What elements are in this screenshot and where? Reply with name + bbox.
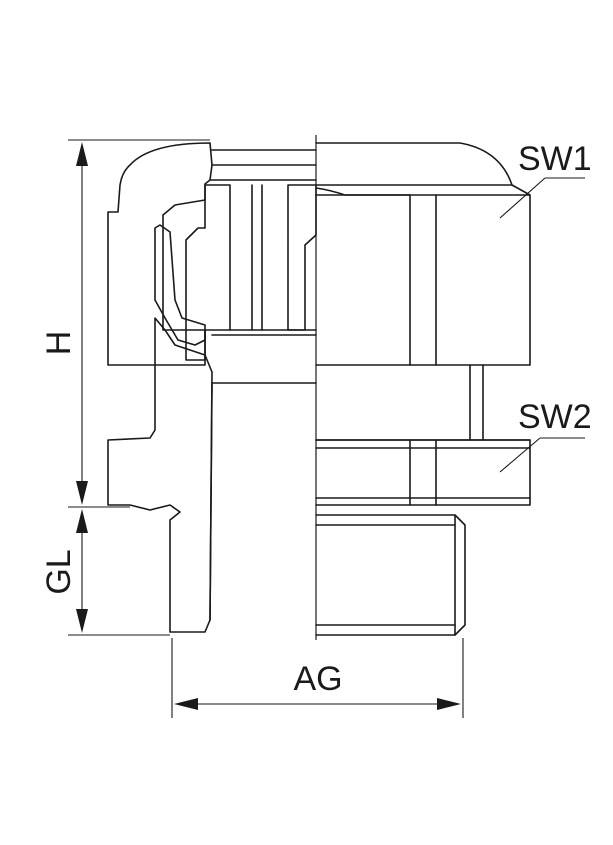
- clamp-finger-section: [154, 224, 206, 346]
- body-hex-outline: [315, 439, 531, 506]
- cap-nut-section: [107, 142, 213, 366]
- seal-insert-section: [185, 184, 231, 361]
- label-sw2: SW2: [518, 398, 592, 436]
- label-gl: GL: [40, 549, 78, 594]
- label-ag: AG: [293, 660, 342, 698]
- seal-insert-right: [287, 184, 317, 331]
- cap-nut-outline: [315, 142, 531, 366]
- body-section: [107, 317, 213, 633]
- label-sw1: SW1: [518, 140, 592, 178]
- thread-outline: [315, 514, 466, 636]
- label-h: H: [40, 331, 78, 356]
